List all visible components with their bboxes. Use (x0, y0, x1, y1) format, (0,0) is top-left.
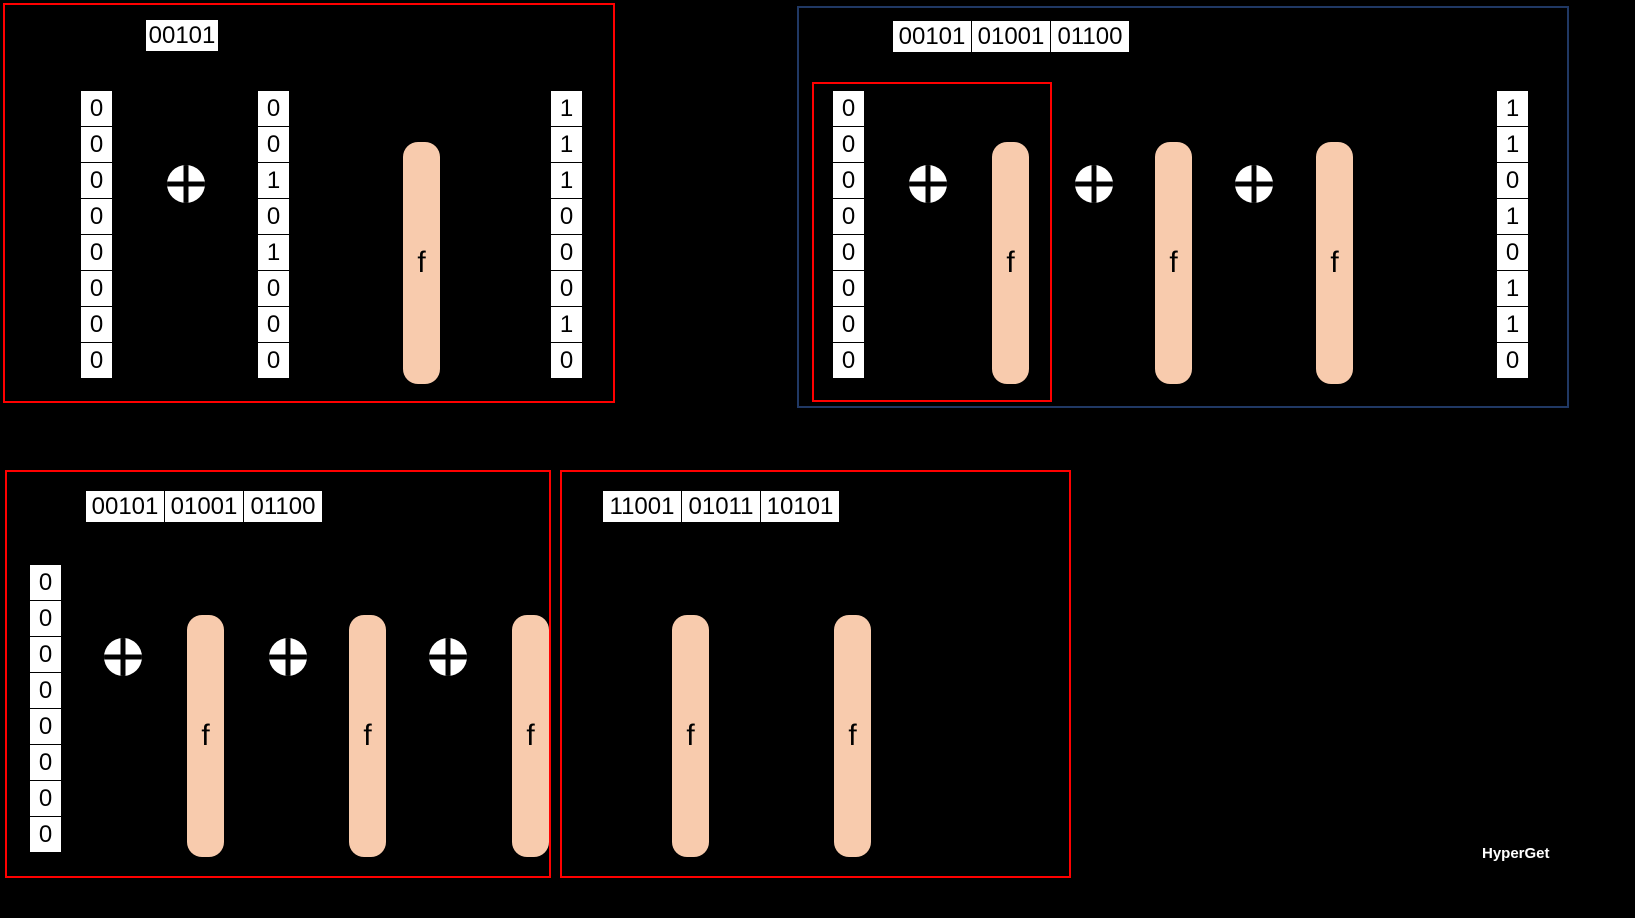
f-function-label: f (1006, 246, 1015, 279)
message-block-label: 11001 (602, 490, 682, 523)
bit-cell: 0 (550, 342, 583, 379)
panel2-initial-state-column: 0 0 0 0 0 0 0 0 (832, 90, 865, 379)
panel3-initial-state-column: 0 0 0 0 0 0 0 0 (29, 564, 62, 853)
message-block-label: 01011 (681, 490, 761, 523)
bit-cell: 0 (29, 780, 62, 817)
message-block-label: 01100 (243, 490, 323, 523)
bit-cell: 0 (832, 342, 865, 379)
bit-cell: 0 (832, 126, 865, 163)
panel1-output-state-column: 1 1 1 0 0 0 1 0 (550, 90, 583, 379)
f-function-label: f (1330, 246, 1339, 279)
message-block-label: 00101 (85, 490, 165, 523)
bit-cell: 1 (1496, 198, 1529, 235)
bit-cell: 0 (832, 162, 865, 199)
bit-cell: 0 (80, 126, 113, 163)
f-function-block: f (349, 615, 386, 857)
bit-cell: 0 (257, 198, 290, 235)
f-function-label: f (848, 719, 857, 752)
first-absorb-highlight-box (812, 82, 1052, 402)
panel1-initial-state-column: 0 0 0 0 0 0 0 0 (80, 90, 113, 379)
f-function-block: f (672, 615, 709, 857)
panel1-message-bits-column: 0 0 1 0 1 0 0 0 (257, 90, 290, 379)
bit-cell: 0 (832, 270, 865, 307)
xor-icon (429, 638, 467, 676)
f-function-block: f (512, 615, 549, 857)
f-function-block: f (187, 615, 224, 857)
bit-cell: 0 (1496, 162, 1529, 199)
xor-icon (1235, 165, 1273, 203)
bit-cell: 1 (550, 126, 583, 163)
bit-cell: 0 (1496, 342, 1529, 379)
bit-cell: 0 (257, 306, 290, 343)
message-block-label: 01001 (164, 490, 244, 523)
f-function-block: f (1155, 142, 1192, 384)
bit-cell: 1 (1496, 126, 1529, 163)
bit-cell: 1 (257, 234, 290, 271)
f-function-block: f (1316, 142, 1353, 384)
bit-cell: 1 (1496, 270, 1529, 307)
sponge-step2-panel: 00101 01001 01100 0 0 0 0 0 0 0 0 f f f … (797, 6, 1569, 408)
panel3-message-header: 00101 01001 01100 (85, 490, 323, 523)
bit-cell: 0 (80, 342, 113, 379)
panel1-message-header: 00101 (145, 19, 219, 52)
bit-cell: 1 (1496, 306, 1529, 343)
f-function-block: f (992, 142, 1029, 384)
bit-cell: 0 (257, 342, 290, 379)
bit-cell: 0 (80, 162, 113, 199)
sponge-step4-panel: 11001 01011 10101 f f (560, 470, 1071, 878)
bit-cell: 0 (832, 306, 865, 343)
f-function-label: f (201, 719, 210, 752)
message-block-label: 01100 (1050, 20, 1130, 53)
panel4-message-header: 11001 01011 10101 (602, 490, 840, 523)
bit-cell: 0 (80, 234, 113, 271)
bit-cell: 1 (1496, 90, 1529, 127)
bit-cell: 0 (832, 234, 865, 271)
bit-cell: 0 (29, 708, 62, 745)
bit-cell: 0 (257, 90, 290, 127)
bit-cell: 0 (1496, 234, 1529, 271)
f-function-label: f (686, 719, 695, 752)
xor-icon (269, 638, 307, 676)
xor-icon (909, 165, 947, 203)
f-function-label: f (1169, 246, 1178, 279)
sponge-step1-panel: 00101 0 0 0 0 0 0 0 0 0 0 1 0 1 0 0 0 f … (3, 3, 615, 403)
hyperget-watermark: HyperGet (1482, 845, 1550, 862)
bit-cell: 0 (29, 636, 62, 673)
bit-cell: 0 (29, 816, 62, 853)
bit-cell: 1 (550, 306, 583, 343)
bit-cell: 0 (550, 270, 583, 307)
bit-cell: 0 (29, 600, 62, 637)
bit-cell: 0 (832, 90, 865, 127)
bit-cell: 0 (257, 126, 290, 163)
xor-icon (167, 165, 205, 203)
bit-cell: 0 (80, 270, 113, 307)
message-block-label: 10101 (760, 490, 840, 523)
panel2-message-header: 00101 01001 01100 (892, 20, 1130, 53)
bit-cell: 0 (550, 198, 583, 235)
sponge-step3-panel: 00101 01001 01100 0 0 0 0 0 0 0 0 f f f (5, 470, 551, 878)
f-function-block: f (834, 615, 871, 857)
bit-cell: 0 (29, 564, 62, 601)
message-block-label: 00101 (145, 19, 219, 52)
bit-cell: 0 (257, 270, 290, 307)
bit-cell: 0 (80, 90, 113, 127)
f-function-block: f (403, 142, 440, 384)
f-function-label: f (526, 719, 535, 752)
bit-cell: 0 (550, 234, 583, 271)
bit-cell: 0 (29, 744, 62, 781)
message-block-label: 01001 (971, 20, 1051, 53)
bit-cell: 1 (257, 162, 290, 199)
xor-icon (1075, 165, 1113, 203)
bit-cell: 1 (550, 90, 583, 127)
message-block-label: 00101 (892, 20, 972, 53)
bit-cell: 0 (832, 198, 865, 235)
f-function-label: f (363, 719, 372, 752)
bit-cell: 0 (80, 306, 113, 343)
bit-cell: 0 (80, 198, 113, 235)
bit-cell: 1 (550, 162, 583, 199)
bit-cell: 0 (29, 672, 62, 709)
panel2-output-state-column: 1 1 0 1 0 1 1 0 (1496, 90, 1529, 379)
xor-icon (104, 638, 142, 676)
f-function-label: f (417, 246, 426, 279)
